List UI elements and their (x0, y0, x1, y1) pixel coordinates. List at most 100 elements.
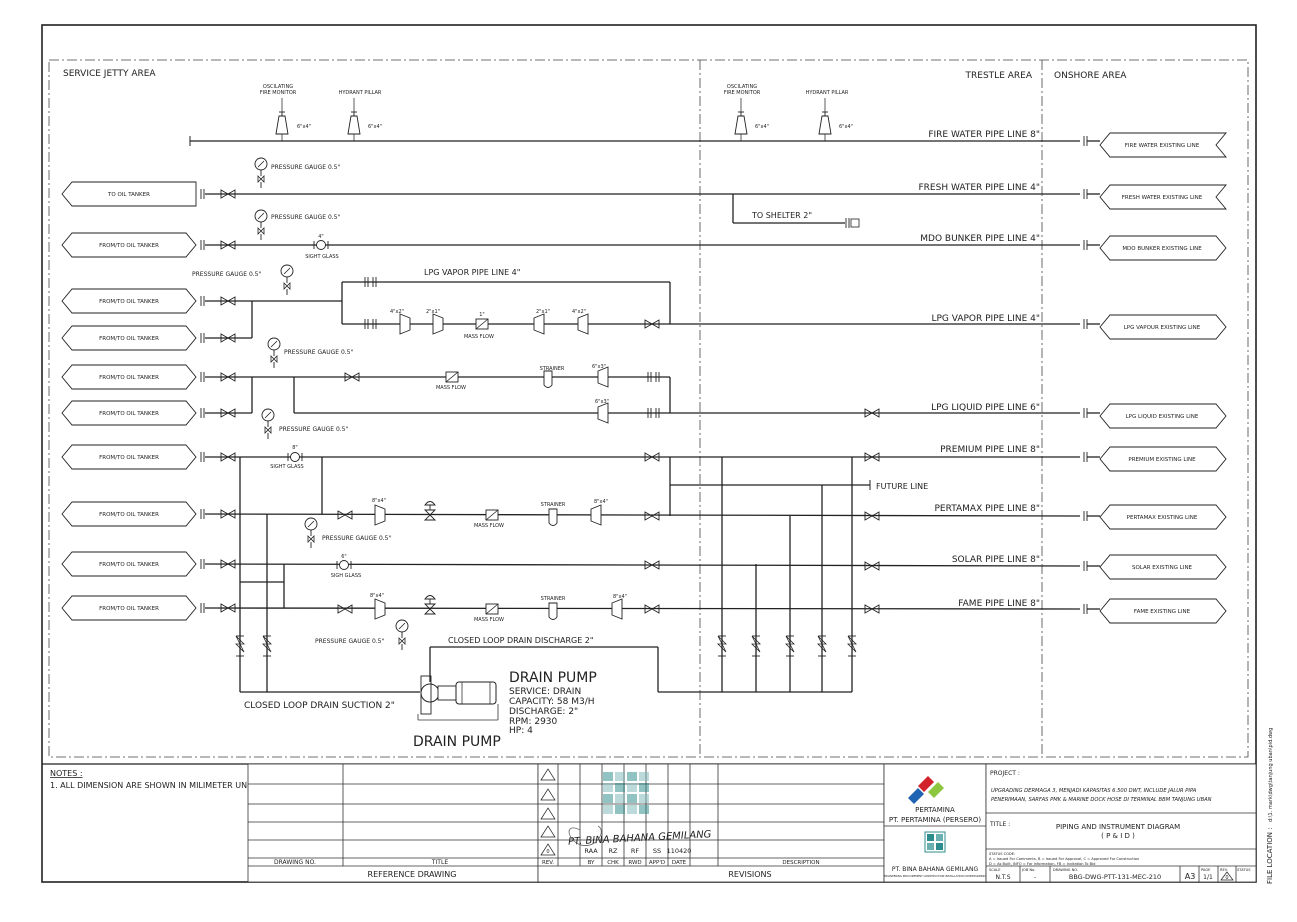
tanker-tag (61, 288, 197, 314)
revision-header: APP'D (649, 860, 665, 866)
revision-cell: RAA (584, 847, 598, 855)
size-label: 1" (479, 312, 484, 318)
drain-pump-caption: DRAIN PUMP (413, 734, 501, 750)
revision-header: DESCRIPTION (782, 860, 819, 866)
tanker-tag-label: FROM/TO OIL TANKER (99, 562, 159, 568)
status-label: STATUS CODE: (989, 852, 1015, 856)
revision-header: RWD (628, 860, 641, 866)
tanker-tag-label: FROM/TO OIL TANKER (99, 411, 159, 417)
revision-header: CHK (607, 860, 619, 866)
drawing-title-1: PIPING AND INSTRUMENT DIAGRAM (1056, 823, 1180, 831)
existing-line-tag (1099, 235, 1227, 261)
reducer-label: 4"x2" (572, 309, 586, 315)
tanker-tag-label: FROM/TO OIL TANKER (99, 375, 159, 381)
revision-cell: 0 (546, 849, 549, 855)
page-label: PAGE (1201, 868, 1211, 872)
drain-pump-rpm: RPM: 2930 (509, 717, 558, 727)
tanker-tag (61, 595, 197, 621)
existing-line-label: FAME EXISTING LINE (1134, 609, 1191, 615)
fire-monitor-trestle: OSCILATING FIRE MONITOR (724, 84, 761, 96)
pressure-gauge-label: PRESSURE GAUGE 0.5" (322, 535, 391, 542)
fresh-water-line-label: FRESH WATER PIPE LINE 4" (919, 183, 1041, 193)
page-value: 1/1 (1203, 874, 1213, 881)
signature (568, 825, 602, 846)
rev-label: REV. (1220, 868, 1228, 872)
bbg-stamp-logo (603, 772, 649, 814)
existing-line-tag (1099, 403, 1227, 429)
reducer-label: 8"x4" (372, 498, 386, 504)
pertamina-full-name: PT. PERTAMINA (PERSERO) (889, 816, 981, 824)
tanker-tag-label: FROM/TO OIL TANKER (99, 243, 159, 249)
mass-flow-label: MASS FLOW (474, 617, 504, 623)
revision-header: REV. (542, 860, 554, 866)
tanker-tag-label: FROM/TO OIL TANKER (99, 455, 159, 461)
file-location-label: FILE LOCATION : (1266, 827, 1274, 884)
mdo-bunker-line-label: MDO BUNKER PIPE LINE 4" (920, 234, 1040, 244)
reducer-label: 6"x4" (755, 124, 769, 130)
left-tanker-tags: TO OIL TANKER FROM/TO OIL TANKER FROM/TO O… (61, 181, 197, 621)
tanker-tag (61, 325, 197, 351)
hydrant-pillar-label-jetty: HYDRANT PILLAR (339, 90, 382, 96)
reducer-label: 6"x4" (839, 124, 853, 130)
reducer-label: 6"x4" (368, 124, 382, 130)
sight-glass-label: SIGHT GLASS (305, 254, 338, 260)
pressure-gauge-label: PRESSURE GAUGE 0.5" (271, 214, 340, 221)
contractor-sub: ENGINEERING PROCUREMENT CONSTRUCTION INS… (884, 874, 986, 878)
solar-line-label: SOLAR PIPE LINE 8" (952, 555, 1040, 565)
drain-pump-service: SERVICE: DRAIN (509, 687, 581, 697)
revision-delta (540, 825, 556, 838)
hydrant-pillar-label-trestle: HYDRANT PILLAR (806, 90, 849, 96)
cld-suction-label: CLOSED LOOP DRAIN SUCTION 2" (244, 701, 395, 711)
revision-cell: 110420 (667, 847, 692, 855)
status-line-1: A = Issued For Comments, B = Issued For … (989, 857, 1139, 861)
drain-pump-capacity: CAPACITY: 58 M3/H (509, 697, 595, 707)
strainer-label: STRAINER (540, 366, 565, 372)
reducer-label: 6"x3" (595, 399, 609, 405)
svg-text:FIRE MONITOR: FIRE MONITOR (260, 90, 297, 96)
drain-pump (417, 675, 499, 721)
pressure-gauge-label: PRESSURE GAUGE 0.5" (271, 164, 340, 171)
service-jetty-area-label: SERVICE JETTY AREA (63, 69, 156, 79)
existing-line-tag (1099, 184, 1227, 210)
notes-item-1: 1. ALL DIMENSION ARE SHOWN IN MILIMETER … (50, 781, 254, 790)
drain-pump-title: DRAIN PUMP (509, 670, 597, 686)
fire-monitor-jetty: OSCILATING FIRE MONITOR (260, 84, 297, 96)
future-line-label: FUTURE LINE (876, 482, 928, 491)
drain-pump-discharge: DISCHARGE: 2" (509, 707, 578, 717)
ref-col-title: TITLE (431, 859, 448, 866)
sheet-size: A3 (1185, 872, 1196, 881)
tanker-tag-label: FROM/TO OIL TANKER (99, 299, 159, 305)
mass-flow-label: MASS FLOW (474, 523, 504, 529)
revisions-footer: REVISIONS (728, 870, 771, 879)
existing-line-tag (1099, 554, 1227, 580)
project-label: PROJECT : (990, 770, 1020, 777)
existing-line-label: LPG VAPOUR EXISTING LINE (1124, 325, 1201, 331)
trestle-area-label: TRESTLE AREA (965, 71, 1033, 81)
ref-col-no: DRAWING NO. (274, 859, 316, 866)
strainer-label: STRAINER (541, 502, 566, 508)
drawing-no-label: DRAWING NO. (1053, 868, 1078, 872)
pertamina-logo (908, 776, 944, 804)
existing-line-tag (1099, 504, 1227, 530)
pressure-gauge-label: PRESSURE GAUGE 0.5" (315, 638, 384, 645)
tanker-tag-label: FROM/TO OIL TANKER (99, 606, 159, 612)
revision-cell: RF (631, 847, 640, 855)
scale-label: SCALE (989, 868, 1001, 872)
mass-flow-label: MASS FLOW (436, 385, 466, 391)
tanker-tag (61, 551, 197, 577)
tanker-tag-label: FROM/TO OIL TANKER (99, 512, 159, 518)
drawing-title-2: ( P & I D ) (1101, 832, 1135, 840)
svg-text:OSCILATING: OSCILATING (263, 84, 293, 90)
reducer-label: 6"x4" (297, 124, 311, 130)
tanker-tag-label: TO OIL TANKER (107, 192, 150, 198)
rev-value: 0 (1225, 875, 1228, 881)
existing-line-tag (1099, 314, 1227, 340)
existing-line-label: LPG LIQUID EXISTING LINE (1126, 414, 1199, 420)
cld-discharge-label: CLOSED LOOP DRAIN DISCHARGE 2" (448, 636, 594, 645)
existing-line-label: SOLAR EXISTING LINE (1132, 565, 1193, 571)
pressure-gauge-label: PRESSURE GAUGE 0.5" (284, 349, 353, 356)
svg-text:OSCILATING: OSCILATING (727, 84, 757, 90)
existing-line-label: MDO BUNKER EXISTING LINE (1122, 246, 1202, 252)
revision-cell: SS (653, 847, 661, 855)
